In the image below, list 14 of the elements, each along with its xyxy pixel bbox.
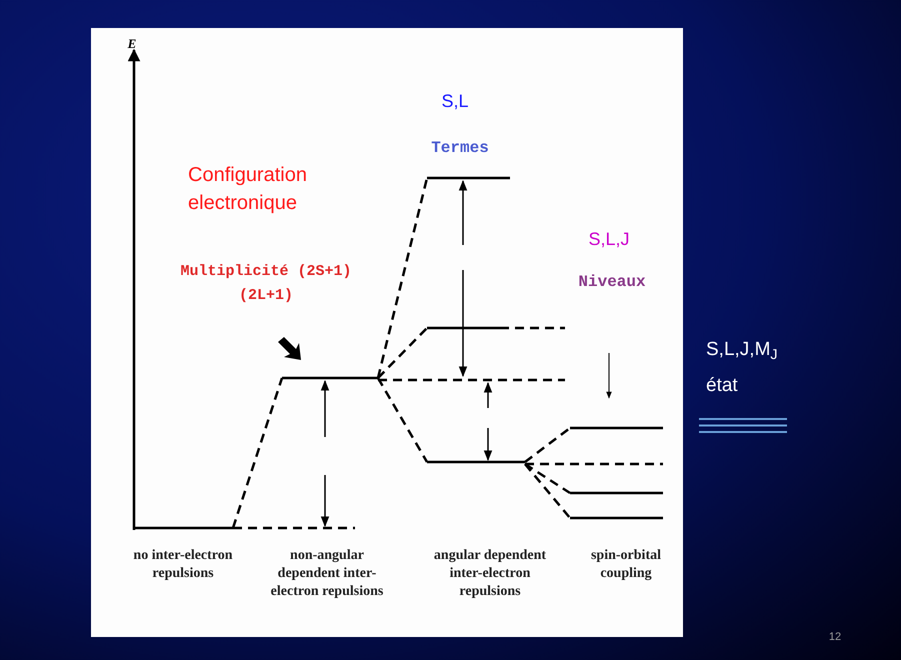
stage-label: spin-orbital coupling — [590, 547, 662, 583]
level-heading: Termes — [430, 138, 490, 159]
quantum-numbers-label: S,L — [440, 90, 470, 113]
level-heading: Niveaux — [577, 272, 647, 293]
stage-label: no inter-electron repulsions — [132, 547, 234, 583]
quantum-numbers-label: S,L,J — [587, 228, 631, 251]
stage-label: non-angular dependent inter-electron repulsions — [270, 547, 384, 601]
stage-label: angular dependent inter-electron repulsions — [432, 547, 548, 601]
page-number: 12 — [828, 630, 842, 645]
state-label: état — [706, 374, 739, 398]
axis-label: E — [126, 35, 138, 53]
quantum-numbers-label: S,L,J,M$_{J}$ — [706, 338, 779, 364]
multiplicity-label: Multiplicité (2S+1)(2L+1) — [179, 262, 353, 306]
configuration-label: Configuration electronique — [188, 163, 308, 216]
